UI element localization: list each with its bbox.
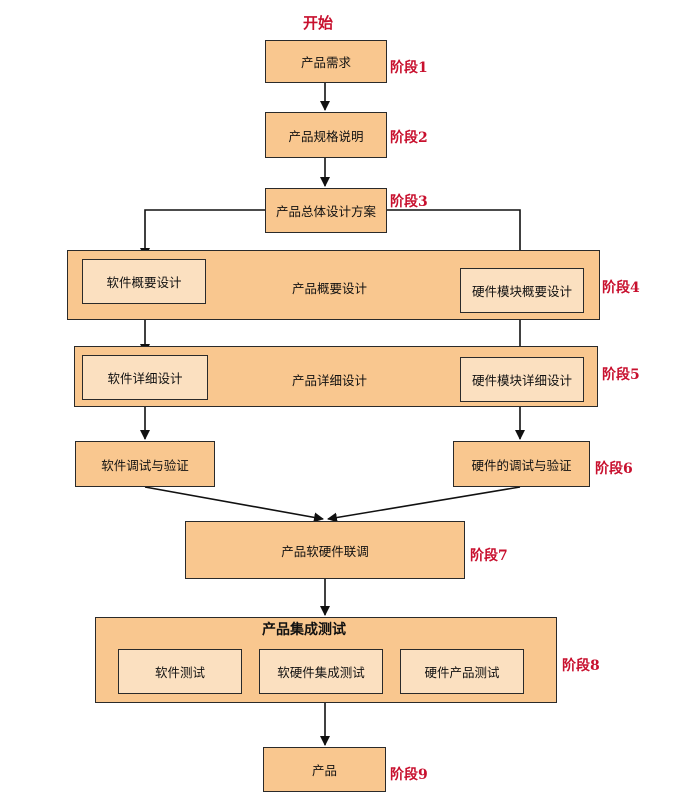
node-hw-overview-design: 硬件模块概要设计 <box>460 268 584 313</box>
group-label-integration: 产品集成测试 <box>262 622 346 638</box>
node-product: 产品 <box>263 747 386 792</box>
node-hw-product-test: 硬件产品测试 <box>400 649 524 694</box>
node-sw-detail-design: 软件详细设计 <box>82 355 208 400</box>
node-sw-test: 软件测试 <box>118 649 242 694</box>
stage-label-6: 阶段6 <box>595 461 633 477</box>
node-sw-overview-design: 软件概要设计 <box>82 259 206 304</box>
node-hw-debug-verify: 硬件的调试与验证 <box>453 441 590 487</box>
group-label-overview: 产品概要设计 <box>292 281 368 296</box>
node-product-requirements: 产品需求 <box>265 40 387 83</box>
group-label-detail: 产品详细设计 <box>292 373 368 388</box>
stage-label-3: 阶段3 <box>390 194 428 210</box>
stage-label-2: 阶段2 <box>390 130 428 146</box>
arrow-hw-debug-to-joint <box>327 486 521 523</box>
arrow-design-to-hw-overview <box>387 209 525 267</box>
stage-label-9: 阶段9 <box>390 767 428 783</box>
stage-label-1: 阶段1 <box>390 60 428 76</box>
node-product-spec: 产品规格说明 <box>265 112 387 158</box>
node-hw-detail-design: 硬件模块详细设计 <box>460 357 584 402</box>
node-joint-debugging: 产品软硬件联调 <box>185 521 465 579</box>
stage-label-4: 阶段4 <box>602 280 640 296</box>
stage-label-5: 阶段5 <box>602 367 640 383</box>
node-sw-debug-verify: 软件调试与验证 <box>75 441 215 487</box>
start-label: 开始 <box>303 14 334 32</box>
stage-label-8: 阶段8 <box>562 658 600 674</box>
arrow-sw-debug-to-joint <box>144 486 324 523</box>
node-overall-design: 产品总体设计方案 <box>265 188 387 233</box>
stage-label-7: 阶段7 <box>470 548 508 564</box>
node-swhw-integration-test: 软硬件集成测试 <box>259 649 383 694</box>
arrow-design-to-sw-overview <box>140 209 265 258</box>
